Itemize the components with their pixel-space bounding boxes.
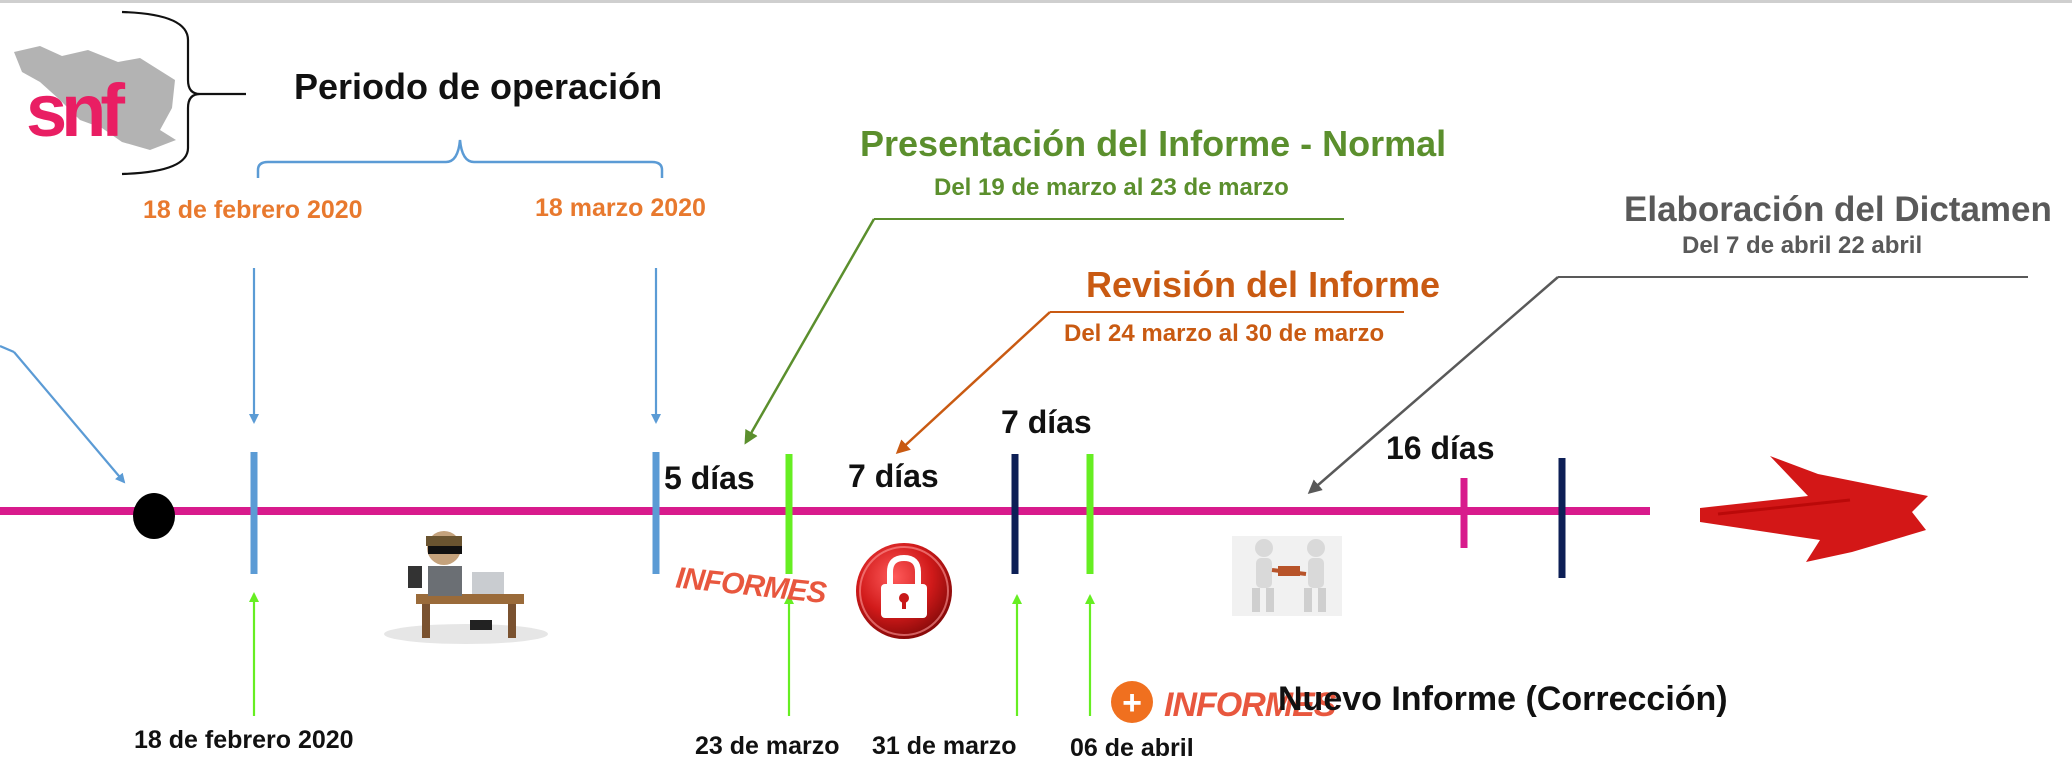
bottom-date-apr06: 06 de abril — [1070, 734, 1194, 762]
pointer-left-stub — [0, 344, 15, 354]
duration-5-dias: 5 días — [664, 460, 755, 496]
brace-period — [256, 139, 664, 178]
presentation-range: Del 19 de marzo al 23 de marzo — [934, 174, 1289, 201]
duration-7-dias-correction: 7 días — [1001, 404, 1092, 440]
leader-presentation — [744, 218, 876, 445]
new-report-label: Nuevo Informe (Corrección) — [1278, 680, 1728, 718]
period-end-date: 18 marzo 2020 — [535, 194, 706, 222]
worker-desk-icon — [384, 531, 548, 644]
leader-review — [895, 311, 1051, 455]
red-arrow-icon — [1700, 456, 1928, 562]
brace-logo — [121, 10, 246, 176]
start-dot — [133, 493, 175, 539]
review-title: Revisión del Informe — [1086, 264, 1441, 305]
informes-icon-text: INFORMES — [674, 561, 828, 610]
period-title: Periodo de operación — [294, 66, 663, 107]
informes-icon: INFORMES — [674, 561, 828, 610]
plus-symbol: + — [1122, 684, 1142, 722]
bottom-date-mar23: 23 de marzo — [695, 732, 840, 760]
lock-icon — [856, 543, 952, 639]
map-shape — [14, 46, 176, 150]
duration-16-dias: 16 días — [1386, 430, 1495, 466]
handshake-icon — [1232, 536, 1342, 616]
presentation-title: Presentación del Informe - Normal — [860, 123, 1447, 164]
logo: snf — [14, 46, 176, 152]
bottom-date-mar31: 31 de marzo — [872, 732, 1017, 760]
period-start-date: 18 de febrero 2020 — [143, 196, 363, 224]
pointer-to-dot — [13, 351, 126, 484]
plus-icon: + — [1111, 681, 1153, 723]
informes-icon-2: INFORMES — [1164, 686, 1337, 724]
dictamen-range: Del 7 de abril 22 abril — [1682, 232, 1923, 259]
leader-dictamen — [1307, 276, 1559, 494]
duration-7-dias-review: 7 días — [848, 458, 939, 494]
review-range: Del 24 marzo al 30 de marzo — [1064, 320, 1385, 347]
dictamen-title: Elaboración del Dictamen — [1624, 190, 2052, 229]
logo-text: snf — [26, 69, 125, 152]
bottom-date-feb18: 18 de febrero 2020 — [134, 726, 354, 754]
